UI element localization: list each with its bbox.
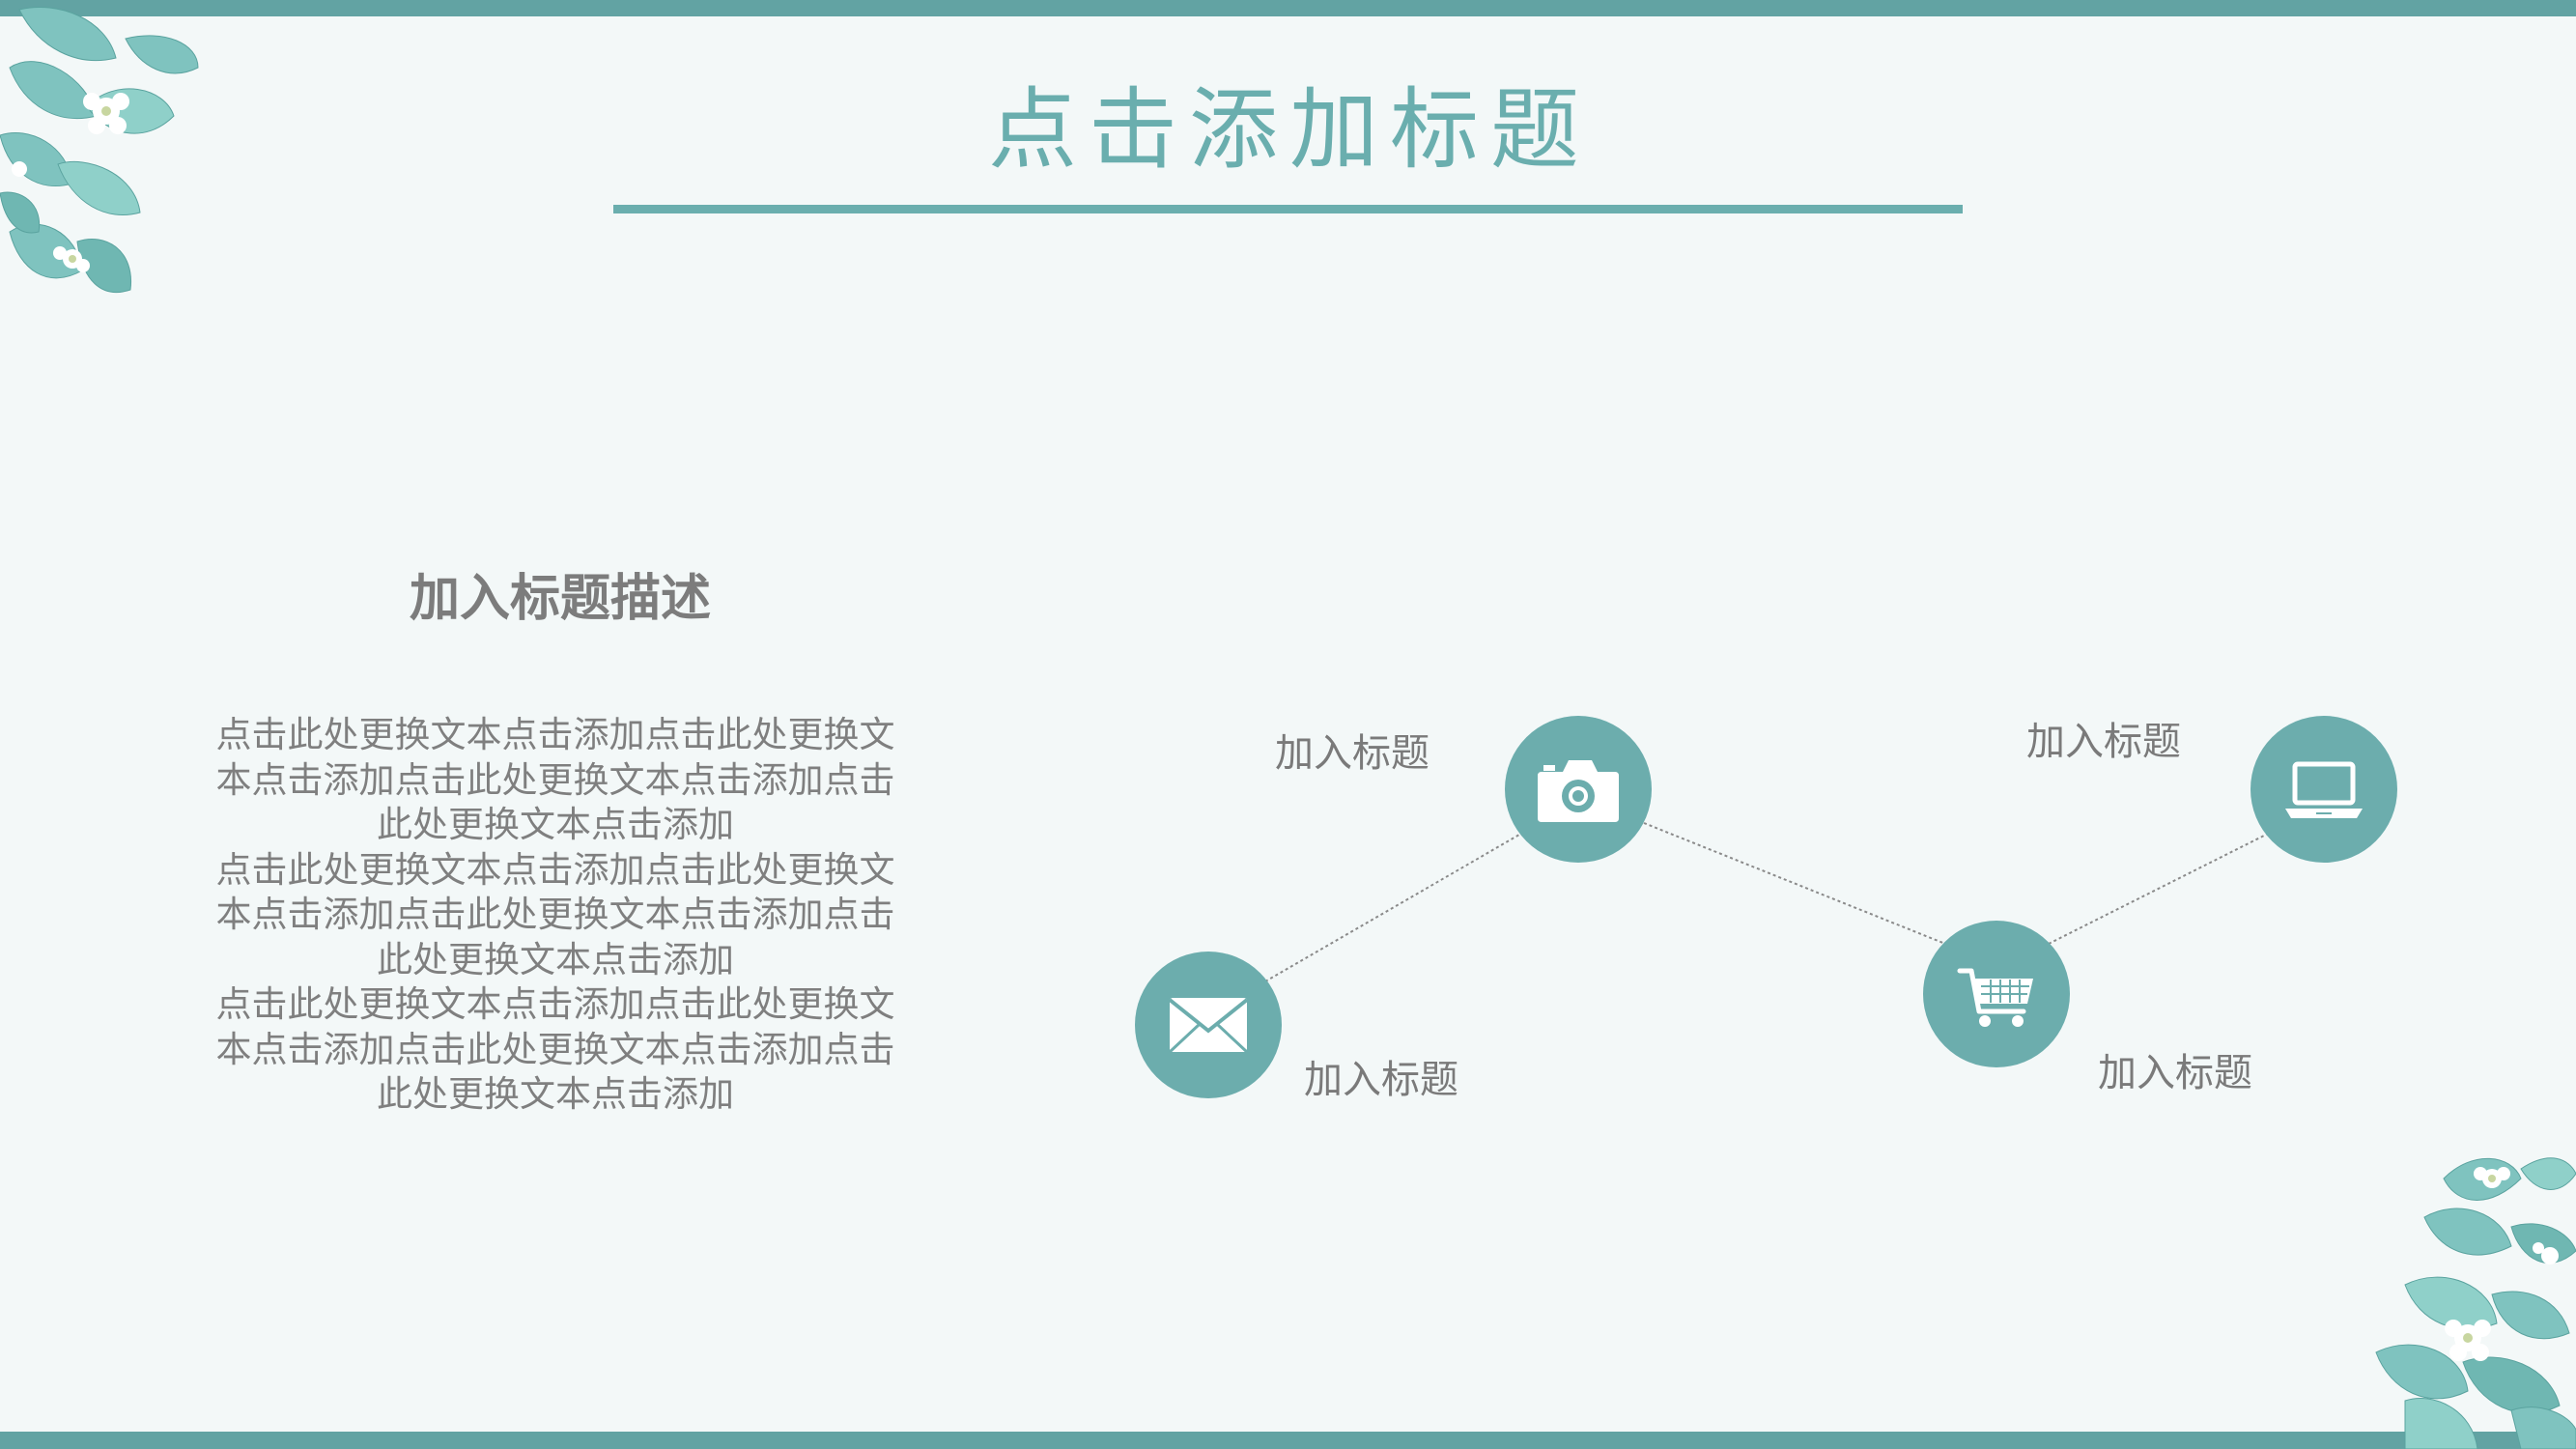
description-body[interactable]: 点击此处更换文本点击添加点击此处更换文本点击添加点击此处更换文本点击添加点击此处… — [208, 713, 903, 1118]
connector-line — [1643, 822, 1946, 945]
diagram-node-envelope[interactable] — [1135, 952, 1282, 1098]
camera-icon — [1538, 760, 1619, 822]
leaves-decoration-bottom-right — [2375, 1157, 2576, 1449]
bottom-accent-bar — [0, 1432, 2576, 1449]
description-paragraph: 点击此处更换文本点击添加点击此处更换文本点击添加点击此处更换文本点击添加点击此处… — [215, 848, 895, 980]
diagram-node-camera[interactable] — [1505, 716, 1652, 863]
diagram-node-label[interactable]: 加入标题 — [1304, 1058, 1458, 1102]
title-underline — [613, 205, 1963, 213]
connector-line — [1264, 830, 1527, 982]
connector-line — [2048, 832, 2271, 945]
envelope-icon — [1168, 998, 1249, 1054]
description-paragraph: 点击此处更换文本点击添加点击此处更换文本点击添加点击此处更换文本点击添加点击此处… — [215, 714, 895, 845]
shopping-cart-icon — [1957, 968, 2033, 1027]
diagram-node-label[interactable]: 加入标题 — [1275, 731, 1430, 776]
laptop-icon — [2285, 761, 2363, 818]
diagram-node-cart[interactable] — [1923, 921, 2070, 1067]
leaves-decoration-top-left — [0, 6, 199, 294]
slide-title[interactable]: 点击添加标题 — [987, 78, 1591, 182]
diagram-node-laptop[interactable] — [2250, 716, 2397, 863]
diagram-node-label[interactable]: 加入标题 — [2098, 1051, 2252, 1095]
top-accent-bar — [0, 0, 2576, 16]
diagram-node-label[interactable]: 加入标题 — [2026, 720, 2181, 764]
description-paragraph: 点击此处更换文本点击添加点击此处更换文本点击添加点击此处更换文本点击添加点击此处… — [215, 983, 895, 1115]
description-heading[interactable]: 加入标题描述 — [409, 570, 711, 628]
